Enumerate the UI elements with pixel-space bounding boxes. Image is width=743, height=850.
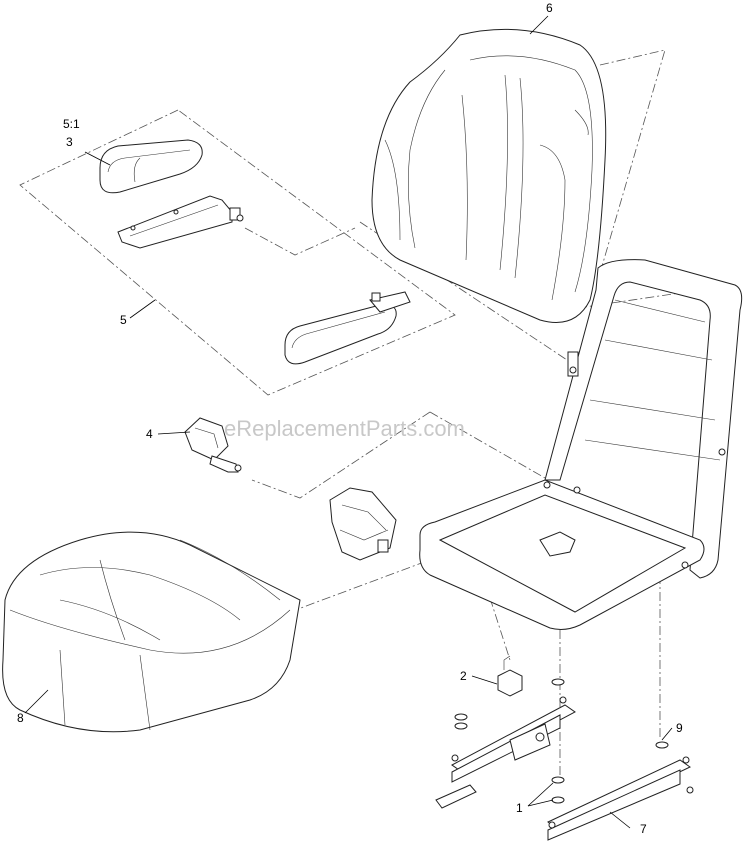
seat-back-cushion: [371, 28, 607, 323]
callout-1: 1: [516, 801, 523, 815]
watermark-text: eReplacementParts.com: [224, 416, 465, 441]
seat-slide-rail-right: [547, 756, 694, 841]
callout-labels: 6 5:1 3 5 4 8 2 9 1 7: [17, 1, 683, 836]
seat-bottom-cushion: [2, 531, 301, 733]
callout-9: 9: [676, 721, 683, 735]
seat-frame: [419, 259, 743, 630]
seat-belt-buckle: [184, 417, 242, 473]
armrest-bracket-upper: [117, 195, 244, 249]
leader-lines: [24, 15, 673, 829]
callout-6: 6: [546, 1, 553, 15]
callout-5: 5: [120, 313, 127, 327]
callout-5-1: 5:1: [63, 117, 80, 131]
callout-3: 3: [66, 135, 73, 149]
seat-switch: [497, 655, 523, 697]
callout-4: 4: [146, 427, 153, 441]
seat-belt-latch: [329, 487, 397, 561]
armrest-lower: [284, 291, 411, 365]
callout-7: 7: [640, 822, 647, 836]
armrest-pad-top: [99, 139, 203, 194]
washers: [454, 678, 669, 804]
callout-2: 2: [460, 669, 467, 683]
seat-slide-rail-left: [435, 696, 576, 809]
callout-8: 8: [17, 711, 24, 725]
